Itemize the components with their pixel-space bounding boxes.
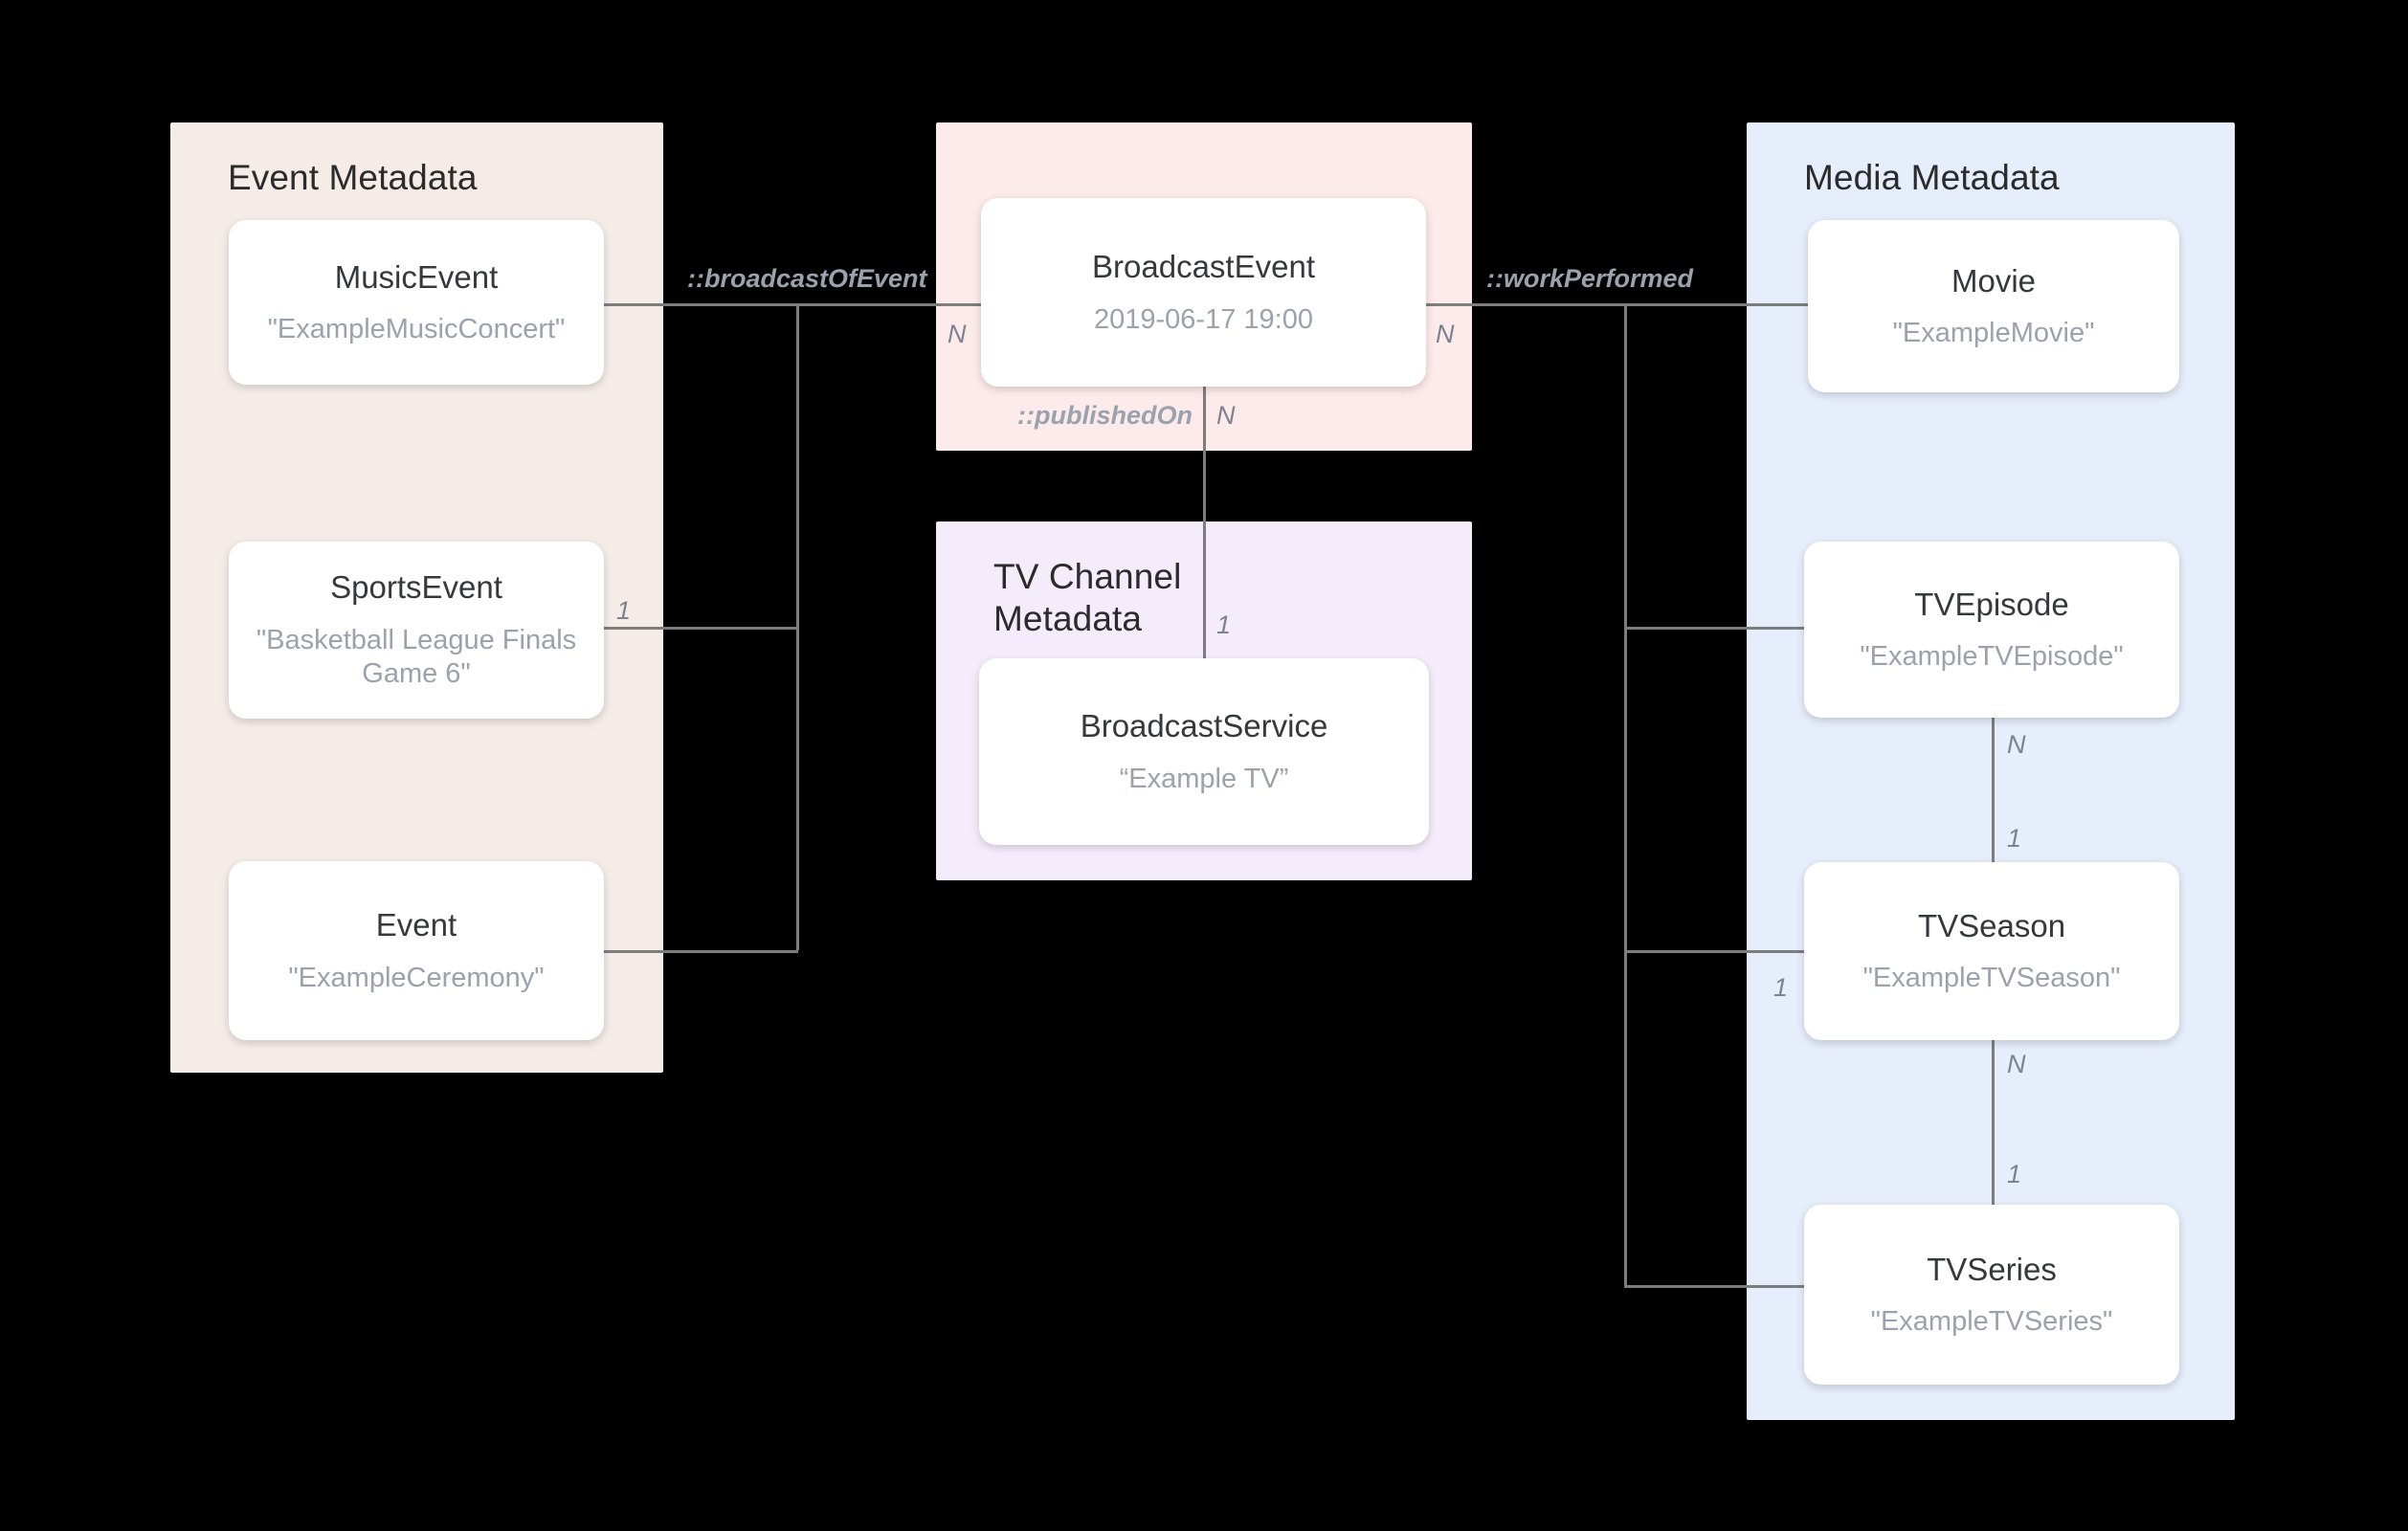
edge-musicevent-h: [604, 303, 981, 306]
cardinality-card-tvepisode-n: N: [2007, 730, 2026, 759]
node-event[interactable]: Event "ExampleCeremony": [229, 861, 604, 1040]
cardinality-card-sportsevent: 1: [616, 596, 632, 625]
node-sports-event[interactable]: SportsEvent "Basketball League Finals Gam…: [229, 542, 604, 719]
node-subtitle-broadcast-event-node: 2019-06-17 19:00: [1094, 303, 1313, 335]
node-movie[interactable]: Movie "ExampleMovie": [1808, 220, 2179, 392]
node-subtitle-tv-episode: "ExampleTVEpisode": [1860, 641, 2124, 673]
group-title-tv-channel: TV Channel Metadata: [993, 557, 1182, 638]
cardinality-card-broadcastevent-left: N: [948, 320, 967, 348]
edge-season-series-v: [1992, 1040, 1995, 1207]
node-subtitle-event: "ExampleCeremony": [288, 962, 545, 993]
node-subtitle-broadcast-service: “Example TV”: [1119, 763, 1289, 794]
node-title-music-event: MusicEvent: [334, 258, 499, 295]
relation-label-published-on: ::publishedOn: [1017, 401, 1193, 430]
cardinality-card-publishedon-n: N: [1216, 401, 1236, 430]
cardinality-card-tvseason-1: 1: [2007, 824, 2022, 853]
edge-sportsevent-h: [604, 627, 798, 630]
edge-tvepisode-h: [1624, 627, 1806, 630]
node-title-tv-series: TVSeries: [1927, 1251, 2057, 1287]
node-subtitle-tv-season: "ExampleTVSeason": [1862, 963, 2121, 994]
relation-label-broadcast-of-event: ::broadcastOfEvent: [687, 264, 927, 293]
node-title-broadcast-event-node: BroadcastEvent: [1092, 249, 1315, 285]
node-subtitle-sports-event: "Basketball League Finals Game 6": [256, 624, 577, 690]
edge-episode-season-v: [1992, 718, 1995, 864]
node-broadcast-event-node[interactable]: BroadcastEvent 2019-06-17 19:00: [981, 198, 1426, 387]
node-title-event: Event: [375, 907, 457, 943]
node-tv-series[interactable]: TVSeries "ExampleTVSeries": [1804, 1205, 2179, 1385]
node-title-broadcast-service: BroadcastService: [1080, 708, 1328, 744]
edge-tvseries-h: [1624, 1285, 1806, 1288]
node-subtitle-music-event: "ExampleMusicConcert": [267, 314, 566, 345]
edge-right-bus-v: [1624, 303, 1627, 1285]
node-tv-season[interactable]: TVSeason "ExampleTVSeason": [1804, 862, 2179, 1040]
node-title-movie: Movie: [1951, 262, 2037, 299]
node-subtitle-tv-series: "ExampleTVSeries": [1870, 1306, 2113, 1338]
cardinality-card-tvseason-left-1: 1: [1773, 973, 1789, 1002]
node-broadcast-service[interactable]: BroadcastService “Example TV”: [979, 658, 1429, 845]
node-title-tv-episode: TVEpisode: [1914, 586, 2069, 622]
node-title-tv-season: TVSeason: [1917, 907, 2066, 943]
edge-workperformed-h: [1426, 303, 1808, 306]
node-subtitle-movie: "ExampleMovie": [1892, 318, 2095, 349]
group-title-media-metadata: Media Metadata: [1804, 158, 2060, 197]
cardinality-card-broadcastevent-right: N: [1436, 320, 1455, 348]
node-title-sports-event: SportsEvent: [330, 569, 502, 606]
edge-publishedon-v: [1203, 387, 1206, 658]
node-music-event[interactable]: MusicEvent "ExampleMusicConcert": [229, 220, 604, 385]
cardinality-card-tvseason-n: N: [2007, 1050, 2026, 1078]
edge-tvseason-h: [1624, 950, 1806, 953]
cardinality-card-tvseries-1: 1: [2007, 1160, 2022, 1188]
edge-event-h: [604, 950, 798, 953]
relation-label-work-performed: ::workPerformed: [1486, 264, 1694, 293]
group-title-event-metadata: Event Metadata: [228, 158, 478, 197]
cardinality-card-broadcastservice-1: 1: [1216, 610, 1232, 639]
node-tv-episode[interactable]: TVEpisode "ExampleTVEpisode": [1804, 542, 2179, 718]
